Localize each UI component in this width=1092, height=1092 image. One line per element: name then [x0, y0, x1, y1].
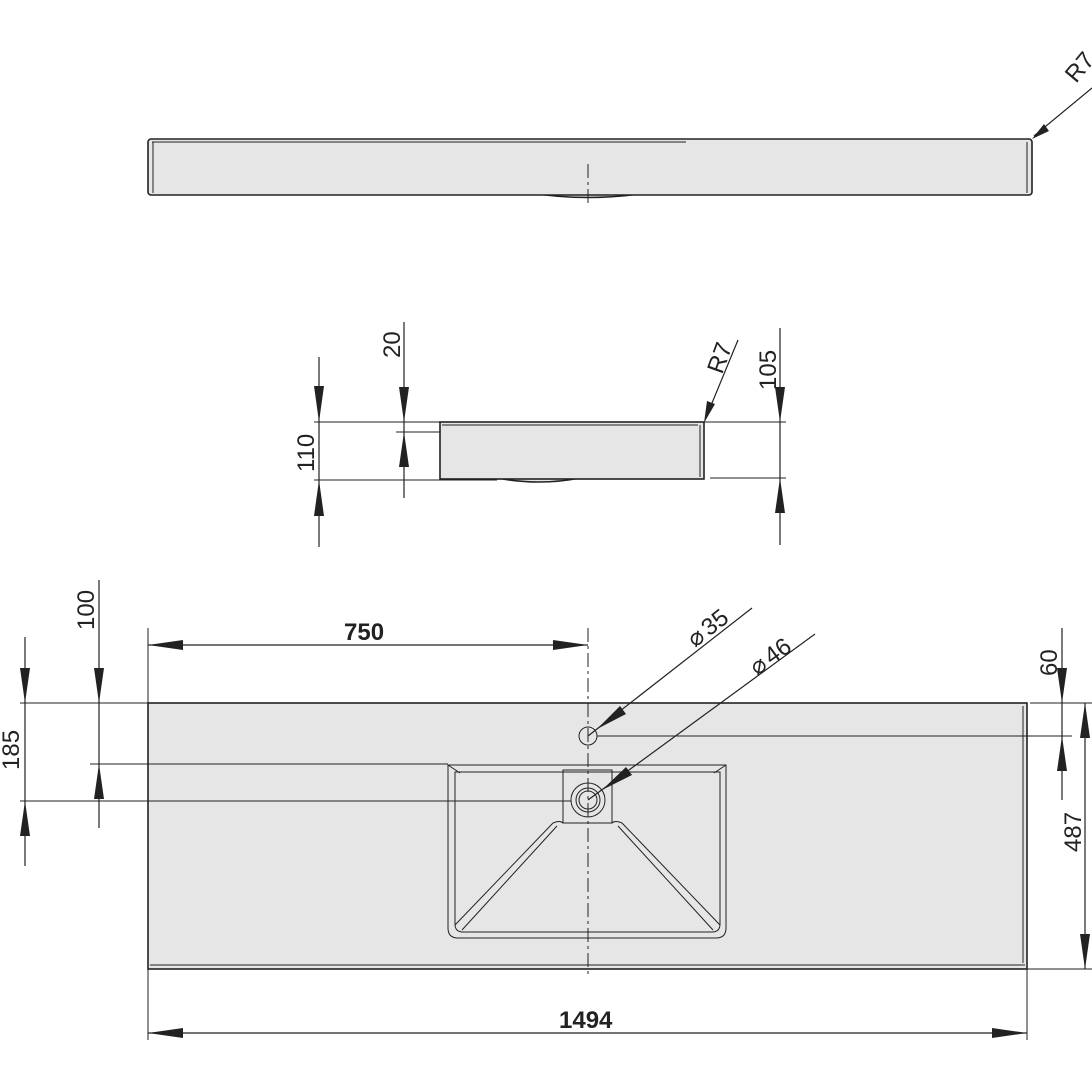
plan-basin-inner-outline — [454, 771, 721, 933]
plan-dim-60-arrow-top — [1057, 668, 1067, 703]
plan-dim-35-label-group: ⌀ 35 — [682, 604, 734, 653]
plan-dim-185-arrow-bottom — [20, 801, 30, 836]
plan-view: 750 1494 185 100 60 487 ⌀ 35 — [0, 580, 1092, 1040]
side-radius-label: R7 — [702, 339, 738, 377]
side-elevation-view: 110 20 105 R7 — [293, 322, 786, 547]
plan-dim-487-arrow-top — [1080, 703, 1090, 738]
plan-dim-750-arrow-right — [553, 640, 588, 650]
front-radius-label: R7 — [1060, 47, 1092, 88]
plan-basin-outline — [447, 764, 727, 939]
plan-basin-slope-right — [621, 822, 721, 926]
plan-dim-1494-label: 1494 — [559, 1007, 613, 1034]
plan-dim-185-label: 185 — [0, 730, 25, 770]
plan-basin-back-rim-2 — [713, 764, 727, 774]
plan-dim-46-arrowhead — [602, 767, 632, 790]
side-dim-20-arrow-bottom — [399, 432, 409, 467]
side-radius-arrowhead — [704, 401, 715, 423]
plan-dim-1494-arrow-left — [148, 1028, 183, 1038]
side-dim-105-label: 105 — [755, 350, 782, 390]
front-radius-arrowhead — [1032, 124, 1049, 139]
plan-dim-750-label: 750 — [344, 619, 384, 646]
plan-dim-35-arrowhead — [597, 706, 626, 729]
front-countertop-body — [147, 138, 1033, 196]
plan-dim-487-arrow-bottom — [1080, 934, 1090, 969]
plan-dim-487-label: 487 — [1060, 812, 1087, 852]
plan-dim-100-arrow-top — [94, 668, 104, 703]
side-dim-105-arrow-bottom — [775, 478, 785, 513]
plan-dim-750-arrow-left — [148, 640, 183, 650]
plan-dim-1494-arrow-right — [992, 1028, 1027, 1038]
plan-basin-slope-left — [454, 822, 554, 926]
plan-dim-46-label-group: ⌀ 46 — [745, 633, 797, 681]
plan-dim-60-arrow-bottom — [1057, 736, 1067, 771]
plan-dim-100-label: 100 — [73, 590, 100, 630]
plan-basin-slope-right-2 — [617, 825, 714, 931]
front-elevation-view: R7 — [147, 47, 1092, 205]
side-dim-20-label: 20 — [379, 331, 406, 358]
plan-basin-slope-left-2 — [461, 825, 558, 931]
side-dim-110-label: 110 — [293, 434, 320, 472]
side-dim-105-arrow-top — [775, 387, 785, 422]
plan-basin-back-rim-1 — [447, 764, 461, 774]
plan-dim-185-arrow-top — [20, 668, 30, 703]
plan-dim-60-label: 60 — [1036, 649, 1063, 676]
side-dim-20-arrow-top — [399, 387, 409, 422]
side-dim-110-arrow-bottom — [314, 480, 324, 516]
side-dim-110-arrow-top — [314, 386, 324, 422]
plan-dim-100-arrow-bottom — [94, 764, 104, 799]
side-countertop-body — [439, 421, 705, 480]
